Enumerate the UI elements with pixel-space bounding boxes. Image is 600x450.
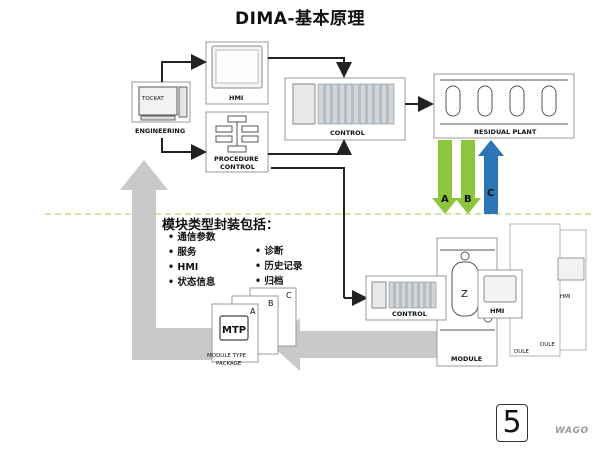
module-label: MODULE xyxy=(451,355,482,363)
module-back-label-2: DULE xyxy=(540,342,555,348)
engineering-station[interactable]: TOCKAT ENGINEERING xyxy=(131,81,191,135)
package-label-2: PACKAGE xyxy=(216,361,242,367)
hmi-panel[interactable]: HMI xyxy=(205,41,269,105)
engineering-label: ENGINEERING xyxy=(135,127,185,135)
list-item: 诊断 xyxy=(255,244,302,259)
procedure-control-label-2: CONTROL xyxy=(220,163,255,171)
engineering-screen-text: TOCKAT xyxy=(141,96,164,102)
page-number: 5 xyxy=(496,404,528,442)
connector-arrows xyxy=(161,54,434,306)
green-arrow-a xyxy=(432,140,458,214)
arrow-c-label: C xyxy=(487,188,494,199)
list-item: 通信参数 xyxy=(168,230,215,245)
package-label-1: MODULE TYPE xyxy=(207,353,247,359)
doc-letter-c: C xyxy=(286,291,292,300)
mtp-text: MTP xyxy=(222,325,246,336)
list-item: 服务 xyxy=(168,245,215,260)
control-plc[interactable]: CONTROL xyxy=(284,77,406,141)
doc-letter-a: A xyxy=(250,307,256,316)
hmi-label: HMI xyxy=(229,94,243,102)
arrow-b-label: B xyxy=(464,194,472,205)
control-label: CONTROL xyxy=(330,129,365,137)
module-control-label: CONTROL xyxy=(392,310,427,318)
blue-arrow-c xyxy=(478,140,504,214)
module-control[interactable]: CONTROL xyxy=(365,275,447,321)
arrow-a-label: A xyxy=(441,194,449,205)
module-hmi-label: HMI xyxy=(490,307,504,315)
list-item: 状态信息 xyxy=(168,275,215,290)
doc-letter-b: B xyxy=(268,299,274,308)
package-list-right: 诊断 历史记录 归档 xyxy=(255,244,302,289)
residual-plant[interactable]: RESIDUAL PLANT xyxy=(433,73,575,139)
mtp-documents[interactable]: C B A MTP MODULE TYPE PACKAGE xyxy=(207,287,297,367)
residual-plant-label: RESIDUAL PLANT xyxy=(474,128,537,136)
page-title: DIMA-基本原理 xyxy=(234,9,366,29)
list-item: 历史记录 xyxy=(255,259,302,274)
list-item: HMI xyxy=(168,260,215,275)
module-hmi[interactable]: HMI xyxy=(477,269,523,319)
hmi-back-label: HMI xyxy=(560,294,571,300)
svg-text:Z: Z xyxy=(461,289,468,300)
brand-logo: WAGO xyxy=(555,426,589,436)
module-back-label-1: DULE xyxy=(514,349,529,355)
package-list-left: 通信参数 服务 HMI 状态信息 xyxy=(168,230,215,290)
procedure-control-box[interactable]: PROCEDURE CONTROL xyxy=(205,111,269,173)
list-item: 归档 xyxy=(255,274,302,289)
green-arrow-b xyxy=(455,140,481,214)
procedure-control-label-1: PROCEDURE xyxy=(214,155,259,163)
